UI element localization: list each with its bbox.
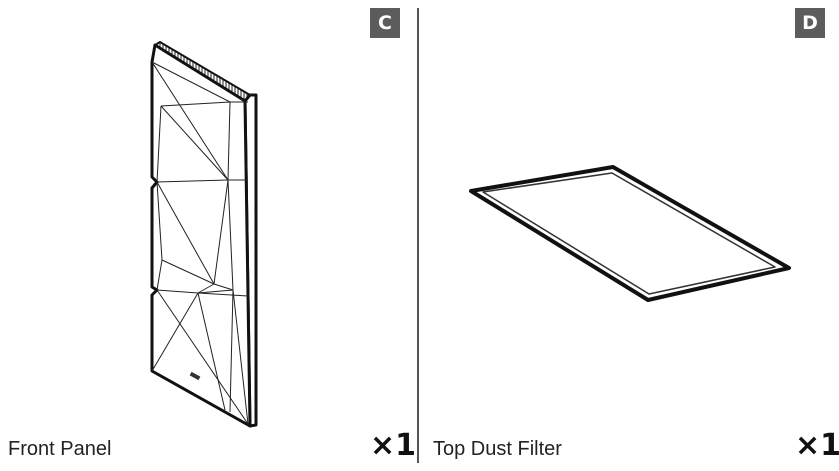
part-letter-badge: D <box>795 8 825 38</box>
column-divider <box>417 8 419 463</box>
part-letter-badge: C <box>370 8 400 38</box>
front-panel-illustration <box>150 40 258 428</box>
part-name: Top Dust Filter <box>433 438 562 460</box>
part-name: Front Panel <box>8 438 112 460</box>
part-card-top-dust-filter: D Top Dust Filter ×1 <box>419 0 839 471</box>
part-quantity: ×1 <box>795 428 839 463</box>
dust-filter-illustration <box>469 165 791 302</box>
part-card-front-panel: C Front Panel ×1 <box>0 0 417 471</box>
part-quantity: ×1 <box>370 428 417 463</box>
